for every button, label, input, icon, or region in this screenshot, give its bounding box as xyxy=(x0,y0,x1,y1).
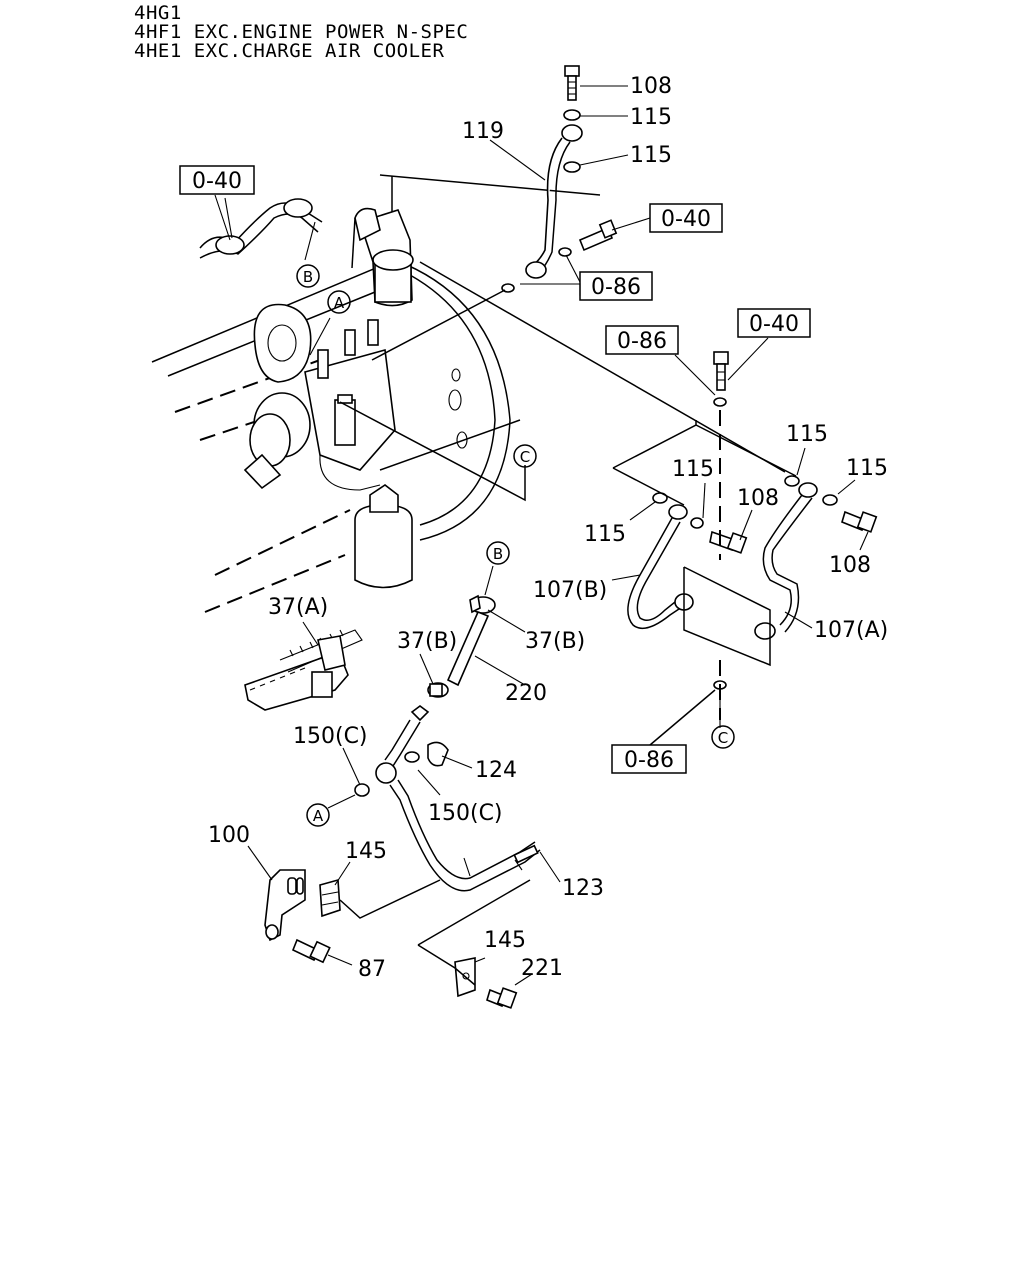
ref-box-0-40-a xyxy=(179,165,255,195)
circle-ref-c-2: C xyxy=(718,729,728,747)
label-115-right-1: 115 xyxy=(786,422,828,447)
label-221: 221 xyxy=(521,956,563,981)
header-line-1: 4HG1 xyxy=(134,2,182,24)
ref-0-40-c: 0-40 xyxy=(749,312,799,337)
pipe-107-drawing xyxy=(627,351,878,690)
header-line-2: 4HF1 EXC.ENGINE POWER N-SPEC xyxy=(134,21,469,43)
label-145-upper: 145 xyxy=(345,839,387,864)
label-107-a: 107(A) xyxy=(814,618,888,643)
label-115-left: 115 xyxy=(584,522,626,547)
label-108-mid: 108 xyxy=(737,486,779,511)
label-115-right-2: 115 xyxy=(672,457,714,482)
boxed-references: 0-40 0-40 0-86 0-40 0-86 0-86 xyxy=(179,165,811,774)
ref-0-86-a: 0-86 xyxy=(591,275,641,300)
label-150-c-left: 150(C) xyxy=(293,724,368,749)
label-37-b-left: 37(B) xyxy=(397,629,457,654)
circle-ref-b-2: B xyxy=(493,545,503,563)
label-124: 124 xyxy=(475,758,517,783)
ref-box-0-86-b xyxy=(605,325,679,355)
ref-box-0-86-c xyxy=(611,744,687,774)
ref-box-0-40-c xyxy=(737,308,811,338)
ref-0-40-a: 0-40 xyxy=(192,169,242,194)
diagram-header: 4HG1 4HF1 EXC.ENGINE POWER N-SPEC 4HE1 E… xyxy=(134,4,468,61)
ref-0-86-b: 0-86 xyxy=(617,329,667,354)
circled-references: B A C B A C xyxy=(296,264,735,827)
circle-ref-a-2: A xyxy=(313,807,324,825)
part-labels: 108 115 119 115 115 115 115 108 115 108 … xyxy=(208,74,888,982)
pipe-123-drawing xyxy=(264,705,541,1009)
label-87: 87 xyxy=(358,957,386,982)
label-115-right-3: 115 xyxy=(846,456,888,481)
circle-ref-c-1: C xyxy=(520,448,530,466)
label-145-lower: 145 xyxy=(484,928,526,953)
label-119: 119 xyxy=(462,119,504,144)
header-line-3: 4HE1 EXC.CHARGE AIR COOLER xyxy=(134,40,445,62)
label-115-top-2: 115 xyxy=(630,143,672,168)
label-150-c-right: 150(C) xyxy=(428,801,503,826)
label-37-a: 37(A) xyxy=(268,595,328,620)
ref-0-40-b: 0-40 xyxy=(661,207,711,232)
ref-box-0-40-b xyxy=(649,203,723,233)
circle-ref-b-1: B xyxy=(303,268,313,286)
hose-220-drawing xyxy=(244,594,496,711)
label-37-b-right: 37(B) xyxy=(525,629,585,654)
circle-ref-a-1: A xyxy=(334,294,345,312)
ref-box-0-86-a xyxy=(579,271,653,301)
pipe-119-drawing xyxy=(501,65,618,293)
fuel-hose-drawing xyxy=(199,197,323,261)
label-115-top-1: 115 xyxy=(630,105,672,130)
engine-block-drawing xyxy=(151,174,601,613)
label-100: 100 xyxy=(208,823,250,848)
leader-lines xyxy=(214,85,869,986)
label-108-right: 108 xyxy=(829,553,871,578)
label-108-top: 108 xyxy=(630,74,672,99)
label-220: 220 xyxy=(505,681,547,706)
label-123: 123 xyxy=(562,876,604,901)
ref-0-86-c: 0-86 xyxy=(624,748,674,773)
label-107-b: 107(B) xyxy=(533,578,607,603)
